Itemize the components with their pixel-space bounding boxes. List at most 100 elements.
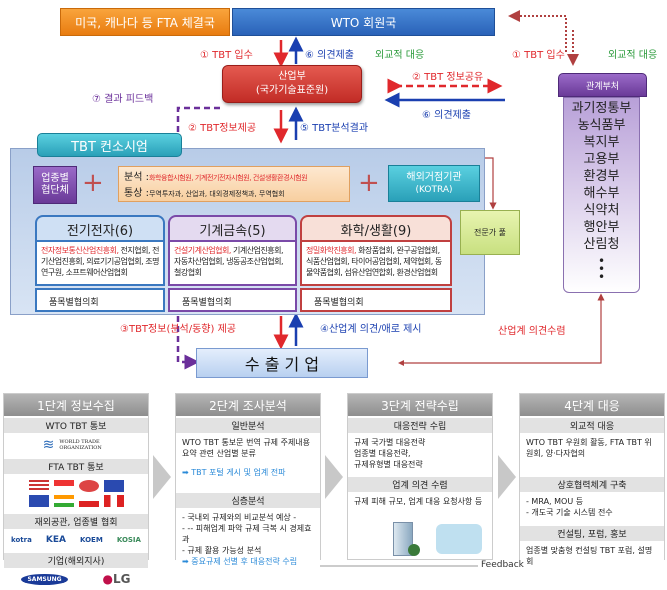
section-head: 심층분석: [176, 491, 320, 508]
ministry-item: 산림청: [583, 237, 620, 252]
kotra-name: 해외거점기관: [406, 171, 462, 183]
section-head: 일반분석: [176, 416, 320, 433]
samsung-logo: SAMSUNG: [21, 573, 68, 585]
members-text: 기계산업진흥회, 자동차산업협회, 냉동공조산업협회, 철강협회: [174, 246, 284, 277]
label-result-feedback: ⑦ 결과 피드백: [92, 94, 154, 105]
chevron-right-icon: [498, 455, 516, 499]
expert-pool-box: 전문가 풀: [460, 210, 520, 255]
section-body: - MRA, MOU 등 - 개도국 기술 시스템 전수: [520, 492, 664, 524]
section-head: 외교적 대응: [520, 416, 664, 433]
feedback-label: Feedback: [478, 560, 527, 570]
plus-icon: +: [82, 168, 104, 198]
section-head: 업계 의견 수렴: [348, 475, 492, 492]
section-body: - 국내외 규제와의 비교분석 예상 - - -- 피해업계 파악 규제 극복 …: [176, 508, 320, 571]
flag-efta-icon: [78, 479, 99, 492]
tree-icon: [408, 544, 420, 556]
section-body: 업종별 맞춤형 컨설팅 TBT 포럼, 설명회: [520, 541, 664, 571]
flag-singapore-icon: [53, 479, 74, 492]
category-machinery-tab: 기계금속(5): [168, 215, 297, 241]
chevron-right-icon: [153, 455, 171, 499]
consortium-title: TBT 컨소시엄: [37, 133, 182, 157]
section-head: 컨설팅, 포럼, 홍보: [520, 524, 664, 541]
analysis-trade-box: 분석 :화학융합시험원, 기계전기전자시험원, 건설생활환경시험원 통상 :무역…: [118, 166, 350, 202]
category-chemical-members: 정밀화학진흥회, 화장품협회, 완구공업협회, 식품산업협회, 타이어공업협회,…: [300, 240, 452, 286]
ministries-header: 관계부처: [558, 73, 647, 97]
label-analysis-result: ⑤ TBT분석결과: [300, 123, 369, 134]
flag-eu-icon: [103, 479, 124, 492]
flag-chile-icon: [78, 494, 99, 507]
section-text: WTO TBT 통보문 번역 규제 주제내용 요약 관련 산업별 분류: [182, 438, 311, 458]
ministry-item: 고용부: [583, 152, 620, 167]
label-opinion-submit: ⑥ 의견제출: [305, 50, 354, 61]
stage-title: 1단계 정보수집: [4, 394, 148, 416]
label-tbt-receive-right: ① TBT 입수: [512, 50, 565, 61]
lead-member: 건설기계산업협회,: [174, 246, 231, 255]
wto-logo-text: WORLD TRADE ORGANIZATION: [59, 439, 102, 451]
category-chemical-footer: 품목별협의회: [300, 288, 452, 312]
section-body: WTO TBT 통보문 번역 규제 주제내용 요약 관련 산업별 분류➡ TBT…: [176, 433, 320, 491]
motie-agency: (국가기술표준원): [255, 85, 329, 96]
ministry-item: 환경부: [583, 169, 620, 184]
flag-peru-icon: [103, 494, 124, 507]
section-head: 재외공관, 업종별 협회: [4, 512, 148, 529]
section-highlight: TBT 포털 게시 및 업계 전파: [191, 468, 286, 477]
arrow-diplomatic-dotted: [508, 10, 567, 52]
section-head: 기업(해외지사): [4, 551, 148, 568]
section-head: 상호협력체계 구축: [520, 475, 664, 492]
kea-logo: KEA: [45, 535, 66, 545]
arrow-industry-collect: [400, 293, 605, 364]
analysis-label: 분석 :: [124, 172, 149, 183]
motie-box: 산업부 (국가기술표준원): [222, 65, 362, 103]
section-head: FTA TBT 통보: [4, 457, 148, 474]
arrow-result-feedback: [176, 106, 220, 370]
ministry-item: 복지부: [583, 135, 620, 150]
meeting-people-icon: [436, 524, 482, 554]
kosia-logo: KOSIA: [116, 536, 141, 544]
lg-logo: LG: [113, 572, 131, 586]
associations-box: 업종별 협단체: [33, 166, 77, 204]
section-text: - 국내외 규제와의 비교분석 예상 - - -- 피해업계 파악 규제 극복 …: [182, 513, 312, 555]
stage-title: 4단계 대응: [520, 394, 664, 416]
kotra-box: 해외거점기관 (KOTRA): [388, 165, 480, 202]
motie-name: 산업부: [278, 71, 306, 82]
ministry-item: 해수부: [583, 186, 620, 201]
stage-4-panel: 4단계 대응 외교적 대응 WTO TBT 우원회 활동, FTA TBT 위원…: [519, 393, 665, 571]
label-industry-collect: 산업계 의견수렴: [498, 326, 566, 337]
category-chemical-tab: 화학/생활(9): [300, 215, 452, 241]
members-text: 전지협회, 전기산업진흥회, 의료기기공업협회, 조명연구원, 소프트웨어산업협…: [41, 246, 159, 277]
section-head: 대응전략 수립: [348, 416, 492, 433]
category-machinery-members: 건설기계산업협회, 기계산업진흥회, 자동차산업협회, 냉동공조산업협회, 철강…: [168, 240, 297, 286]
fta-flags: [4, 474, 148, 512]
stage-2-panel: 2단계 조사분석 일반분석 WTO TBT 통보문 번역 규제 주제내용 요약 …: [175, 393, 321, 571]
ministry-more: • • •: [597, 254, 606, 284]
association-logos: kotra KEA KOEM KOSIA: [4, 529, 148, 551]
fta-countries-box: 미국, 캐나다 등 FTA 체결국: [60, 8, 230, 36]
section-body: WTO TBT 우원회 활동, FTA TBT 위원회, 양·다자협의: [520, 433, 664, 475]
label-info-share: ② TBT 정보공유: [412, 72, 484, 83]
stage-title: 3단계 전략수립: [348, 394, 492, 416]
plus-icon: +: [358, 168, 380, 198]
lead-member: 전자정보통신산업진흥회,: [41, 246, 119, 255]
stage-title: 2단계 조사분석: [176, 394, 320, 416]
stage-3-panel: 3단계 전략수립 대응전략 수립 규제 국가별 대응전략 업종별 대응전략, 규…: [347, 393, 493, 560]
kotra-abbr: (KOTRA): [415, 184, 453, 195]
trade-text: 무역투자과, 산업과, 대외경제정책과, 무역협회: [148, 190, 285, 198]
section-body: 규제 피해 규모, 업계 대응 요청사항 등: [348, 492, 492, 511]
section-highlight: 중요규제 선별 후 대응전략 수립: [191, 557, 298, 566]
category-electronics-members: 전자정보통신산업진흥회, 전지협회, 전기산업진흥회, 의료기기공업협회, 조명…: [35, 240, 165, 286]
exporters-box: 수 출 기 업: [196, 348, 368, 378]
label-tbt-receive: ① TBT 입수: [200, 50, 253, 61]
label-diplomatic: 외교적 대응: [375, 50, 425, 61]
flag-usa-icon: [28, 479, 49, 492]
wto-members-box: WTO 회원국: [232, 8, 495, 36]
lead-member: 정밀화학진흥회,: [306, 246, 357, 255]
stage-1-panel: 1단계 정보수집 WTO TBT 통보 ≋WORLD TRADE ORGANIZ…: [3, 393, 149, 586]
kotra-logo: kotra: [11, 536, 32, 544]
flag-asean-icon: [28, 494, 49, 507]
ministries-list: 과기정통부 농식품부 복지부 고용부 환경부 해수부 식약처 행안부 산림청 •…: [563, 97, 640, 293]
label-industry-opinion: ④산업계 의견/애로 제시: [320, 324, 422, 335]
koem-logo: KOEM: [79, 536, 103, 544]
ministry-item: 농식품부: [577, 118, 626, 133]
label-diplomatic-right: 외교적 대응: [608, 50, 658, 61]
wto-logo: ≋WORLD TRADE ORGANIZATION: [4, 433, 148, 457]
